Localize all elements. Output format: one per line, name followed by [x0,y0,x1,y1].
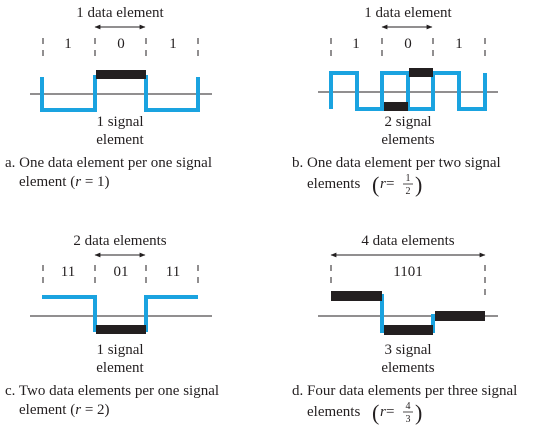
panel-a-data-bar [96,70,146,79]
panel-c-dividers [42,265,199,285]
panel-b-signal-label-2: elements [381,132,434,148]
panel-a-bit-2: 0 [117,36,125,52]
panel-b-bit-3: 1 [455,36,463,52]
panel-a-signal-label-1: 1 signal [96,114,143,130]
panel-b-caption-1: b. One data element per two signal [292,155,501,171]
panel-d-bits: 1101 [393,264,422,280]
svg-text:r: r [380,404,386,420]
panel-c-bits-3: 11 [166,264,180,280]
panel-d: 4 data elements 1101 3 signal elements d… [292,233,517,425]
panel-c-bits-2: 01 [114,264,129,280]
fraction-denominator: 3 [406,414,411,425]
panel-b-dividers [330,38,486,58]
panel-b-caption-2: elements ( r = 1 2 ) [307,172,422,197]
panel-b-bit-1: 1 [352,36,360,52]
paren-open: ( [372,400,379,425]
panel-b-top-label: 1 data element [364,5,452,21]
panel-a-bit-3: 1 [169,36,177,52]
panel-d-signal-label-2: elements [381,360,434,376]
panel-c-caption-2: element (r = 2) [19,402,110,418]
panel-c-signal-label-2: element [96,360,144,376]
paren-open: ( [372,172,379,197]
panel-b-signal-line [329,71,487,111]
panel-b-bit-2: 0 [404,36,412,52]
panel-d-caption-2: elements ( r = 4 3 ) [307,400,422,425]
panel-a-signal-label-2: element [96,132,144,148]
svg-text:r: r [380,176,386,192]
panel-b: 1 data element 1 0 1 2 signal elements b… [292,5,501,197]
panel-d-data-bar-2 [384,325,433,335]
fraction-numerator: 4 [406,401,411,412]
panel-a: 1 data element 1 0 1 1 signal element a.… [5,5,212,190]
panel-d-top-label: 4 data elements [361,233,454,249]
svg-text:elements: elements [307,404,360,420]
panel-c-bits-1: 11 [61,264,75,280]
panel-a-bit-1: 1 [64,36,72,52]
panel-d-data-bar-3 [435,311,485,321]
panel-c-top-label: 2 data elements [73,233,166,249]
panel-c-data-bar [96,325,146,334]
fraction-denominator: 2 [406,186,411,197]
panel-b-signal-label-1: 2 signal [384,114,431,130]
panel-c-caption-1: c. Two data elements per one signal [5,383,219,399]
svg-text:elements: elements [307,176,360,192]
panel-a-caption-2: element (r = 1) [19,174,110,190]
fraction-numerator: 1 [406,173,411,184]
panel-a-top-label: 1 data element [76,5,164,21]
panel-b-data-bar-low [384,102,408,111]
panel-a-caption-1: a. One data element per one signal [5,155,212,171]
panel-d-signal-label-1: 3 signal [384,342,431,358]
paren-close: ) [415,400,422,425]
panel-b-data-bar-high [409,68,433,77]
panel-c-signal-label-1: 1 signal [96,342,143,358]
paren-close: ) [415,172,422,197]
panel-d-dividers [330,265,486,295]
panel-c: 2 data elements 11 01 11 1 signal elemen… [5,233,219,418]
panel-d-data-bar-1 [331,291,382,301]
panel-d-caption-1: d. Four data elements per three signal [292,383,517,399]
svg-text:=: = [386,404,394,420]
panel-a-dividers [42,38,199,58]
svg-text:=: = [386,176,394,192]
